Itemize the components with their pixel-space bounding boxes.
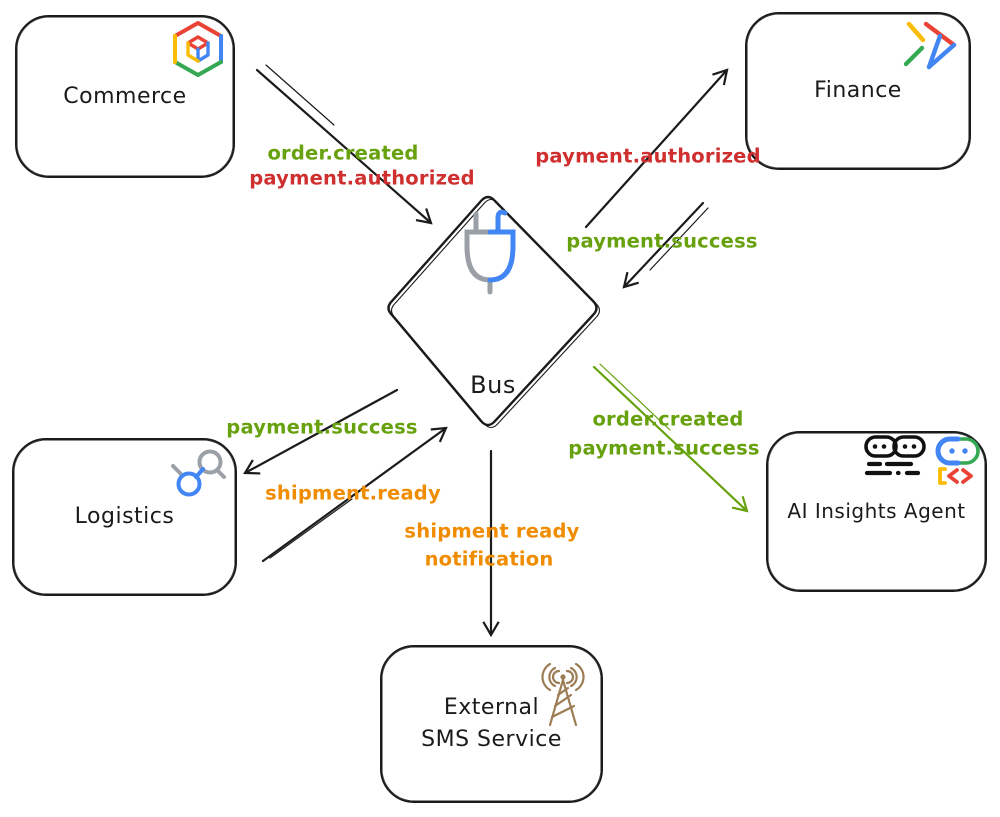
node-sms-label-line1: External <box>443 695 540 721</box>
edge-label-payment-success[interactable]: payment.success <box>566 229 758 253</box>
arrow-logistics-to-bus[interactable] <box>261 426 448 563</box>
node-bus[interactable]: Bus <box>378 188 608 438</box>
edge-label-shipment-ready-notification-2[interactable]: notification <box>424 547 554 571</box>
edge-label-payment-success-3[interactable]: payment.success <box>568 436 760 460</box>
radio-tower-icon <box>541 662 585 727</box>
linked-nodes-icon <box>171 449 226 497</box>
edge-label-payment-success-2[interactable]: payment.success <box>226 415 418 439</box>
hex-cube-icon <box>173 21 223 77</box>
arrow-bus-to-ai-agent[interactable] <box>592 363 749 513</box>
plug-icon <box>464 209 516 295</box>
node-sms-label: External SMS Service <box>421 692 562 756</box>
node-bus-label: Bus <box>470 371 516 399</box>
edge-label-payment-authorized[interactable]: payment.authorized <box>249 166 475 190</box>
chat-agents-icon <box>864 435 926 476</box>
arrow-bus-to-finance[interactable] <box>584 68 729 229</box>
edge-label-shipment-ready-notification-1[interactable]: shipment ready <box>404 519 580 543</box>
send-triangle-icon <box>903 21 957 70</box>
node-sms-label-line2: SMS Service <box>421 727 562 752</box>
arrow-finance-to-bus[interactable] <box>622 201 709 289</box>
arrow-bus-to-logistics[interactable] <box>243 388 399 475</box>
node-sms[interactable]: External SMS Service <box>380 645 603 803</box>
node-ai-agent[interactable]: AI Insights Agent <box>766 431 987 592</box>
node-logistics-label: Logistics <box>74 504 175 530</box>
edge-label-order-created[interactable]: order.created <box>267 141 419 165</box>
edge-label-order-created-2[interactable]: order.created <box>592 407 744 431</box>
robot-code-icon <box>935 436 980 485</box>
node-logistics[interactable]: Logistics <box>12 438 237 596</box>
edge-label-shipment-ready[interactable]: shipment.ready <box>265 481 441 505</box>
edge-label-payment-authorized-2[interactable]: payment.authorized <box>535 144 761 168</box>
node-finance-label: Finance <box>814 78 902 104</box>
arrow-commerce-to-bus[interactable] <box>255 64 433 225</box>
bus-diamond-shape <box>387 195 601 429</box>
node-finance[interactable]: Finance <box>745 12 971 170</box>
node-commerce-label: Commerce <box>63 83 187 109</box>
node-commerce[interactable]: Commerce <box>15 15 235 178</box>
node-ai-agent-label: AI Insights Agent <box>787 499 966 523</box>
